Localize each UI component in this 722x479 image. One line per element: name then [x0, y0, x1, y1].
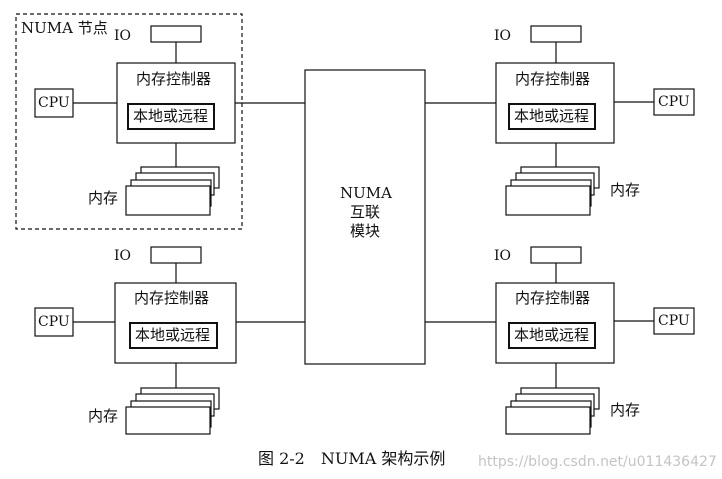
io-box — [530, 246, 582, 264]
memory-modules — [125, 387, 220, 435]
memory-controller-label: 内存控制器 — [136, 70, 212, 88]
memory-modules — [505, 166, 600, 216]
cpu-label: CPU — [38, 95, 70, 111]
memory-controller-label: 内存控制器 — [515, 70, 591, 88]
figure-caption: 图 2-2 NUMA 架构示例 — [258, 449, 446, 468]
local-remote-label: 本地或远程 — [514, 326, 590, 344]
numa-node-boundary — [15, 13, 243, 230]
io-label: IO — [494, 28, 512, 44]
io-box — [150, 25, 202, 43]
local-remote-box — [129, 322, 218, 349]
local-remote-box — [508, 322, 596, 349]
interconnect-line1: NUMA — [340, 184, 392, 202]
watermark-url: https://blog.csdn.net/u011436427 — [478, 454, 717, 470]
io-label: IO — [114, 28, 132, 44]
cpu-label: CPU — [658, 94, 690, 110]
interconnect-line2: 互联 — [350, 203, 381, 221]
memory-label: 内存 — [88, 407, 119, 425]
cpu-label: CPU — [38, 314, 70, 330]
memory-label: 内存 — [610, 181, 641, 199]
interconnect-line3: 模块 — [350, 222, 381, 240]
io-box — [530, 25, 582, 43]
memory-modules — [125, 166, 220, 216]
memory-label: 内存 — [610, 401, 641, 419]
local-remote-box — [127, 103, 215, 130]
numa-node-label: NUMA 节点 — [21, 19, 108, 37]
memory-modules — [505, 387, 600, 435]
local-remote-box — [508, 103, 596, 130]
io-label: IO — [494, 248, 512, 264]
local-remote-label: 本地或远程 — [514, 107, 590, 125]
memory-controller-label: 内存控制器 — [134, 289, 210, 307]
local-remote-label: 本地或远程 — [135, 326, 211, 344]
io-box — [150, 246, 202, 264]
interconnect-box — [304, 69, 426, 365]
memory-controller-label: 内存控制器 — [515, 289, 591, 307]
memory-label: 内存 — [88, 189, 119, 207]
cpu-label: CPU — [658, 313, 690, 329]
memory-controller-box — [495, 282, 615, 364]
local-remote-label: 本地或远程 — [133, 107, 209, 125]
io-label: IO — [114, 248, 132, 264]
